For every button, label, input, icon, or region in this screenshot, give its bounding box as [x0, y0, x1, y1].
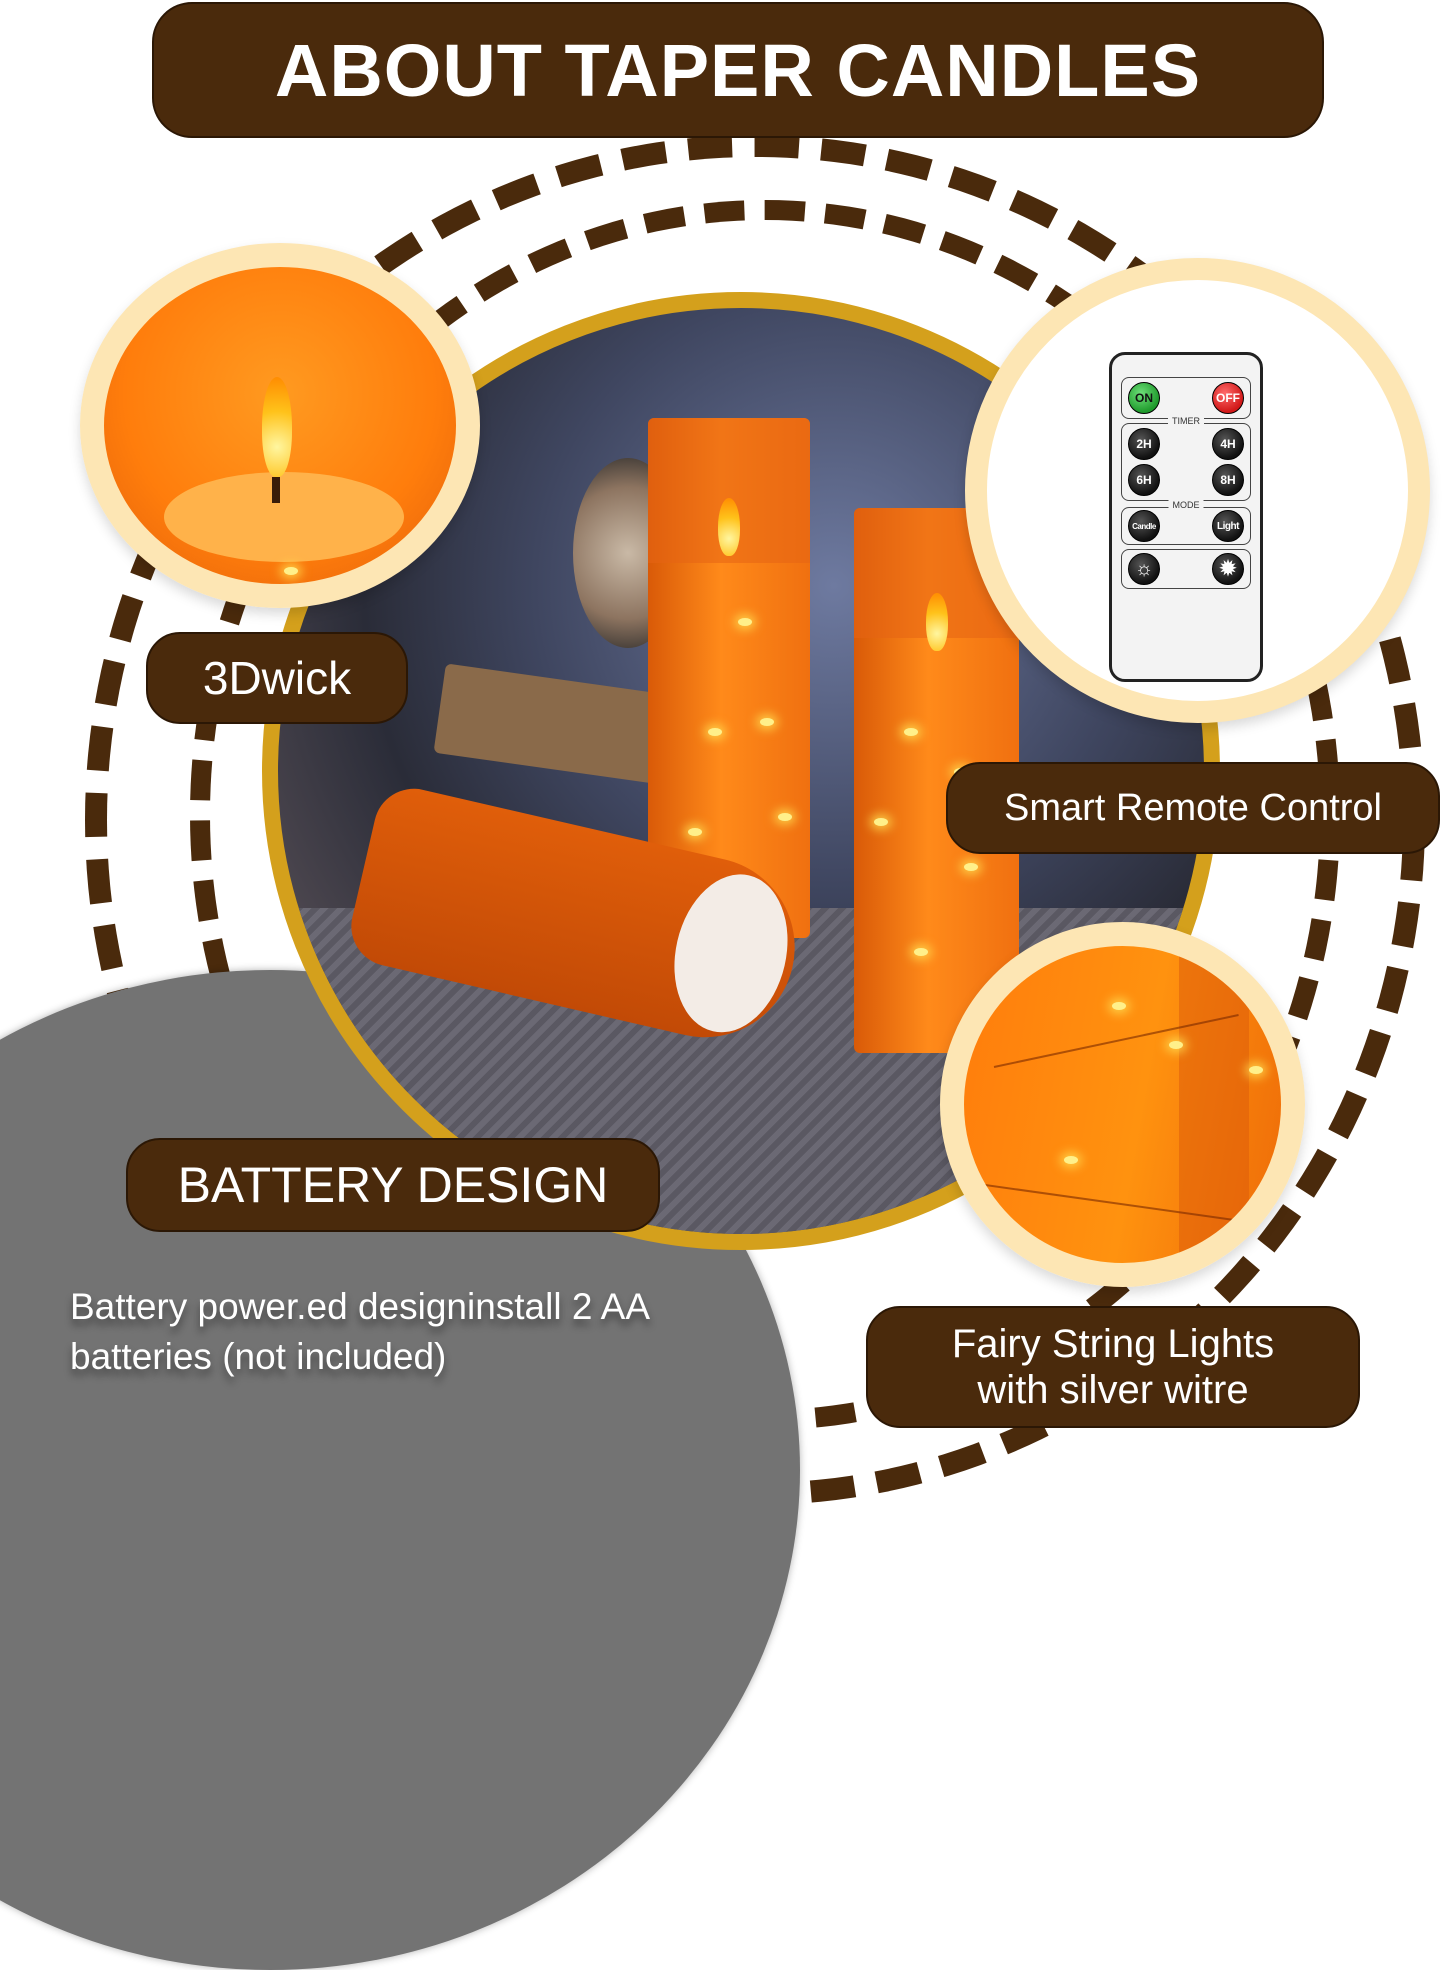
wick-closeup-image: [80, 243, 480, 608]
led-icon: [1169, 1041, 1183, 1049]
brightness-down-icon: ☼: [1128, 553, 1160, 585]
remote-control: ON OFF TIMER 2H 4H 6H 8H MODE Candle Lig…: [1109, 352, 1263, 682]
brightness-group: ☼ ✹: [1121, 549, 1251, 589]
remote-label: Smart Remote Control: [946, 762, 1440, 854]
led-icon: [284, 567, 298, 575]
wick-label: 3Dwick: [146, 632, 408, 724]
led-icon: [1112, 1002, 1126, 1010]
wick-icon: [272, 477, 280, 503]
brightness-up-icon: ✹: [1212, 553, 1244, 585]
fairy-lights-closeup-image: [940, 922, 1305, 1287]
led-icon: [1249, 1066, 1263, 1074]
timer-4h-button: 4H: [1212, 428, 1244, 460]
timer-group: TIMER 2H 4H 6H 8H: [1121, 416, 1251, 501]
remote-closeup-image: ON OFF TIMER 2H 4H 6H 8H MODE Candle Lig…: [965, 258, 1430, 723]
battery-label: BATTERY DESIGN: [126, 1138, 660, 1232]
timer-2h-button: 2H: [1128, 428, 1160, 460]
battery-description: Battery power.ed designinstall 2 AA batt…: [70, 1286, 648, 1377]
mode-candle-button: Candle: [1128, 510, 1160, 542]
mode-group: MODE Candle Light: [1121, 500, 1251, 545]
remote-off-button: OFF: [1212, 382, 1244, 414]
timer-6h-button: 6H: [1128, 464, 1160, 496]
fairy-lights-label: Fairy String Lights with silver witre: [866, 1306, 1360, 1428]
wax-top: [164, 472, 404, 562]
led-icon: [1064, 1156, 1078, 1164]
page-title: ABOUT TAPER CANDLES: [152, 2, 1324, 138]
power-group: ON OFF: [1121, 377, 1251, 419]
mode-light-button: Light: [1212, 510, 1244, 542]
timer-legend: TIMER: [1168, 416, 1204, 426]
mode-legend: MODE: [1168, 500, 1204, 510]
flame-icon: [262, 377, 292, 477]
remote-on-button: ON: [1128, 382, 1160, 414]
candle-edge: [1179, 946, 1249, 1263]
timer-8h-button: 8H: [1212, 464, 1244, 496]
